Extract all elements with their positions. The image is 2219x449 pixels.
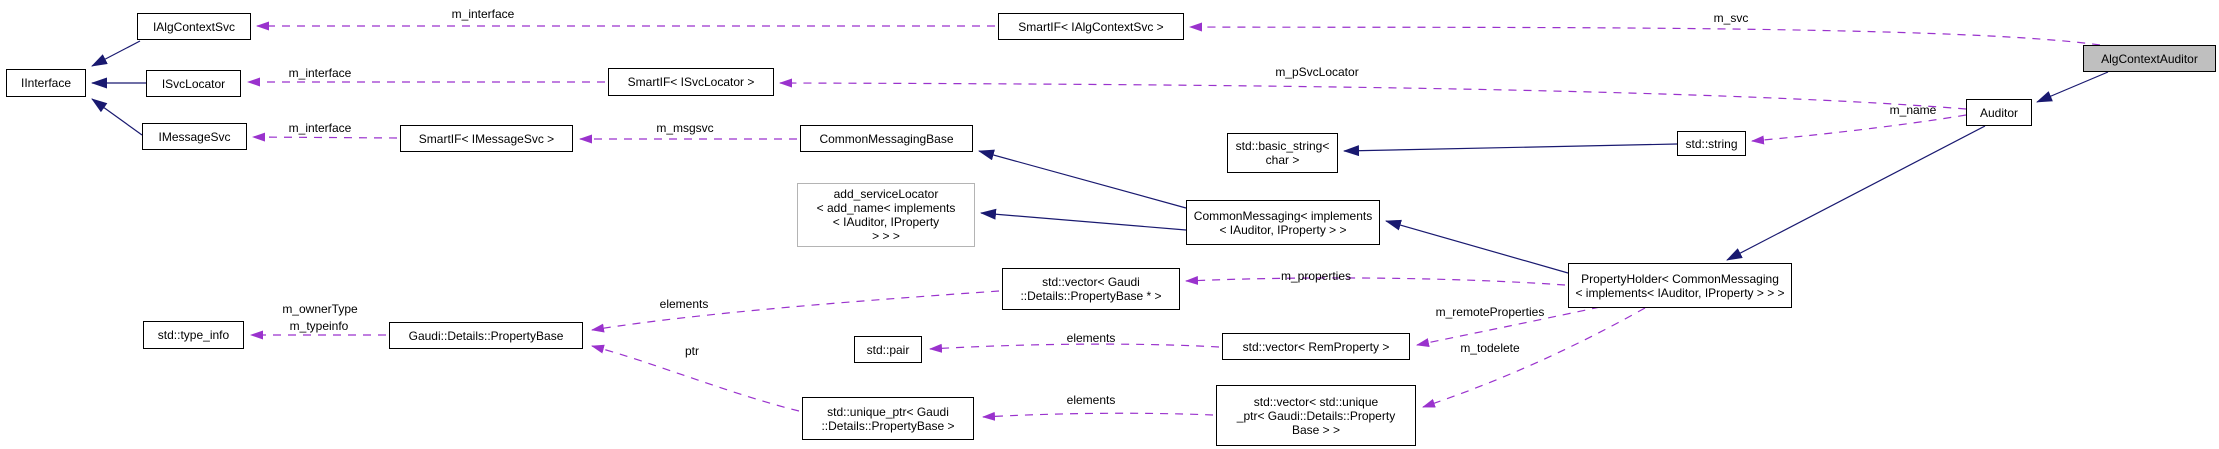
node-commonmessaging[interactable]: CommonMessaging< implements < IAuditor, …	[1186, 200, 1380, 245]
node-ialgcontextsvc[interactable]: IAlgContextSvc	[137, 13, 251, 40]
edge-label-m-ownertype: m_ownerType	[282, 302, 358, 316]
edge-algcontextauditor-smartifialg	[1189, 22, 2101, 46]
edge-vectorremprop-stdpair	[929, 343, 1220, 353]
edge-auditor-smartifisvc	[779, 78, 1967, 110]
edge-label-m-interface-bot: m_interface	[288, 121, 352, 135]
edge-vectorpbptr-propertybase	[591, 290, 1000, 333]
edge-auditor-stdstring	[1751, 114, 1967, 145]
node-std-string[interactable]: std::string	[1677, 131, 1746, 156]
edge-propertyholder-vectorpbptr	[1185, 275, 1566, 286]
node-imessagesvc[interactable]: IMessageSvc	[142, 123, 247, 150]
edge-label-m-name: m_name	[1889, 103, 1937, 117]
node-smartif-ialgcontextsvc[interactable]: SmartIF< IAlgContextSvc >	[998, 13, 1184, 40]
node-add-servicelocator: add_serviceLocator < add_name< implement…	[797, 183, 975, 247]
edge-smartifimsg-imessagesvc	[252, 132, 398, 142]
node-isvclocator[interactable]: ISvcLocator	[146, 70, 241, 97]
edge-stdstring-basicstring	[1343, 143, 1678, 157]
node-propertyholder[interactable]: PropertyHolder< CommonMessaging < implem…	[1568, 263, 1792, 308]
node-vector-unique-ptr[interactable]: std::vector< std::unique _ptr< Gaudi::De…	[1216, 385, 1416, 446]
node-vector-propertybase-ptr[interactable]: std::vector< Gaudi ::Details::PropertyBa…	[1002, 268, 1180, 310]
node-unique-ptr-propertybase[interactable]: std::unique_ptr< Gaudi ::Details::Proper…	[802, 397, 974, 440]
node-smartif-isvclocator[interactable]: SmartIF< ISvcLocator >	[608, 68, 774, 96]
edge-propertyholder-vectorremprop	[1416, 306, 1601, 347]
edge-label-m-todelete: m_todelete	[1460, 341, 1520, 355]
node-type-info[interactable]: std::type_info	[143, 321, 244, 349]
node-smartif-imessagesvc[interactable]: SmartIF< IMessageSvc >	[400, 125, 573, 152]
edge-label-elements-bottom: elements	[1066, 393, 1116, 407]
edge-propertyholder-commonmessaging	[1385, 219, 1569, 274]
node-std-pair[interactable]: std::pair	[854, 336, 922, 363]
edge-label-m-svc: m_svc	[1713, 11, 1749, 25]
edge-label-m-typeinfo: m_typeinfo	[289, 319, 349, 333]
edge-propertyholder-vectoruniqueptr	[1422, 307, 1646, 408]
edge-algcontextauditor-auditor	[2036, 71, 2109, 103]
edge-ialgcontextsvc-iinterface	[91, 40, 141, 67]
edge-label-m-interface-mid: m_interface	[288, 66, 352, 80]
edge-commonmessaging-addservicelocator	[980, 208, 1187, 231]
edge-commonmessaging-commonmessagingbase	[978, 149, 1187, 209]
edge-label-m-msgsvc: m_msgsvc	[656, 121, 714, 135]
node-algcontextauditor: AlgContextAuditor	[2083, 45, 2216, 72]
node-iinterface[interactable]: IInterface	[6, 69, 86, 97]
edge-label-m-psvclocator: m_pSvcLocator	[1275, 65, 1359, 79]
edge-imessagesvc-iinterface	[91, 98, 143, 136]
edge-label-elements-left: elements	[659, 297, 709, 311]
edge-label-m-properties: m_properties	[1280, 269, 1352, 283]
node-commonmessagingbase[interactable]: CommonMessagingBase	[800, 125, 973, 152]
edge-label-ptr: ptr	[684, 344, 700, 358]
edge-label-m-remoteproperties: m_remoteProperties	[1435, 305, 1545, 319]
node-propertybase[interactable]: Gaudi::Details::PropertyBase	[389, 322, 583, 349]
edge-label-elements-mid: elements	[1066, 331, 1116, 345]
edge-uniqueptr-propertybase	[591, 344, 800, 412]
edge-auditor-propertyholder	[1726, 125, 1986, 261]
edge-vectoruniqueptr-uniqueptr	[982, 411, 1214, 421]
node-auditor[interactable]: Auditor	[1966, 99, 2032, 126]
node-vector-remproperty[interactable]: std::vector< RemProperty >	[1222, 333, 1410, 360]
node-basic-string[interactable]: std::basic_string< char >	[1227, 133, 1338, 173]
edge-label-m-interface-top: m_interface	[451, 7, 515, 21]
